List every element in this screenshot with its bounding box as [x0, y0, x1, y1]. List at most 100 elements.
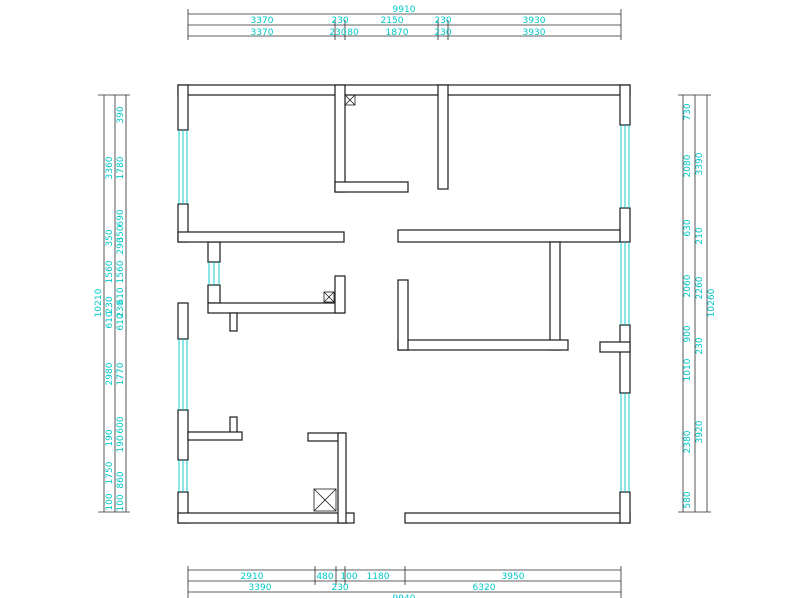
dim-right-i-3: 2060 [683, 274, 693, 297]
dim-right-i-5: 1010 [683, 358, 693, 381]
wall-right-b [619, 207, 631, 243]
dim-right-i-6: 2380 [683, 430, 693, 453]
dim-left-i-8: 610 [116, 313, 126, 330]
wall-v-550 [549, 241, 561, 351]
dim-bot-total: 9940 [393, 594, 416, 598]
dim-right-m-3: 230 [695, 337, 705, 354]
shaft-middle [323, 291, 335, 303]
dim-top-r1-4: 3930 [523, 16, 546, 26]
dim-bot-r1-2: 100 [340, 572, 357, 582]
wall-v-335-mid [334, 275, 346, 314]
wall-bottom-left [177, 512, 355, 524]
window-right-mid [620, 242, 630, 325]
dim-left-m-4: 610 [105, 311, 115, 328]
dim-top-r1-0: 3370 [251, 16, 274, 26]
window-right-lower [620, 393, 630, 492]
wall-corridor-right [397, 229, 621, 243]
dim-left-i-10: 600 [116, 416, 126, 433]
dim-left-m-8: 100 [105, 493, 115, 510]
wall-left-e [177, 409, 189, 461]
dim-bot-r2-0: 3390 [249, 583, 272, 593]
wall-left-c [207, 284, 221, 304]
dim-left-i-0: 390 [116, 106, 126, 123]
wall-left-b [207, 241, 221, 263]
bottom-dimensions: 2910 480 100 1180 3950 3390 230 6320 994… [187, 566, 622, 598]
dim-top-r1-2: 2150 [381, 16, 404, 26]
dim-right-total: 10260 [707, 288, 717, 317]
wall-v-345-low [337, 432, 347, 524]
dim-left-i-5: 1560 [116, 260, 126, 283]
dim-left-i-11: 190 [116, 435, 126, 452]
dim-top-r1-1: 230 [331, 16, 348, 26]
dim-top-r2-2: 80 [347, 28, 359, 38]
dim-bot-r1-1: 480 [316, 572, 333, 582]
dim-right-i-2: 630 [683, 219, 693, 236]
wall-left-upper [177, 84, 189, 131]
dim-top-r2-0: 3370 [251, 28, 274, 38]
dim-right-m-4: 3920 [695, 420, 705, 443]
dim-top-r2-5: 3930 [523, 28, 546, 38]
dim-top-r2-3: 1870 [386, 28, 409, 38]
shaft-upper [344, 94, 356, 106]
window-left-small [208, 262, 220, 285]
dim-bot-r2-2: 6320 [473, 583, 496, 593]
dim-right-m-1: 210 [695, 227, 705, 244]
dim-right-m-0: 3390 [695, 152, 705, 175]
wall-stub-bath [334, 181, 409, 193]
dim-left-i-6: 610 [116, 287, 126, 304]
dim-bot-r1-4: 3950 [502, 572, 525, 582]
dim-left-i-3: 350 [116, 225, 126, 242]
dim-left-m-0: 3360 [105, 156, 115, 179]
dim-top-r2-4: 230 [434, 28, 451, 38]
dim-right-i-7: 580 [683, 491, 693, 508]
dim-left-m-1: 350 [105, 229, 115, 246]
left-dimensions: 10210 3360 350 1560 230 610 2980 190 175… [94, 94, 130, 513]
dim-left-i-2: 690 [116, 209, 126, 226]
dim-bot-r1-3: 1180 [367, 572, 390, 582]
dim-left-i-13: 100 [116, 494, 126, 511]
wall-right-a [619, 84, 631, 126]
dim-top-total: 9910 [393, 5, 416, 15]
wall-lower-ledge [187, 431, 243, 441]
window-left-lower [178, 460, 188, 492]
wall-bedroom1-bottom [177, 231, 345, 243]
wall-left-d [177, 302, 189, 340]
dim-left-i-4: 290 [116, 237, 126, 254]
wall-top [177, 84, 631, 96]
wall-v-398 [397, 279, 409, 351]
walls [177, 84, 631, 524]
wall-bottom-right [404, 512, 631, 524]
dim-left-i-7: 230 [116, 300, 126, 317]
wall-stub-230 [229, 312, 238, 332]
top-dimensions: 9910 3370 230 2150 230 3930 3370 230 80 … [187, 5, 622, 40]
dim-bot-r2-1: 230 [331, 583, 348, 593]
dim-left-m-5: 2980 [105, 362, 115, 385]
dim-left-m-2: 1560 [105, 260, 115, 283]
wall-laundry-bottom [207, 302, 345, 314]
wall-right-d [619, 491, 631, 524]
wall-room-mid-bottom [397, 339, 569, 351]
right-dimensions: 730 2080 630 2060 900 1010 2380 580 3390… [678, 94, 717, 513]
dim-left-total: 10210 [94, 288, 104, 317]
dim-right-i-0: 730 [683, 103, 693, 120]
window-left-mid [178, 339, 188, 410]
wall-stub-right [599, 341, 631, 353]
dim-right-m-2: 2260 [695, 276, 705, 299]
wall-right-c [619, 324, 631, 394]
wall-v-438 [437, 84, 449, 190]
shaft-lower [313, 488, 337, 512]
dim-top-r2-1: 230 [329, 28, 346, 38]
dim-right-i-4: 900 [683, 325, 693, 342]
dim-right-i-1: 2080 [683, 154, 693, 177]
wall-v-335 [334, 84, 346, 193]
dim-left-m-3: 230 [105, 296, 115, 313]
dim-left-m-7: 1750 [105, 461, 115, 484]
dim-left-i-12: 860 [116, 471, 126, 488]
dim-top-r1-3: 230 [434, 16, 451, 26]
dim-left-m-6: 190 [105, 429, 115, 446]
windows [178, 125, 630, 492]
window-left-upper [178, 130, 188, 204]
dim-bot-r1-0: 2910 [241, 572, 264, 582]
dim-left-i-1: 1780 [116, 156, 126, 179]
